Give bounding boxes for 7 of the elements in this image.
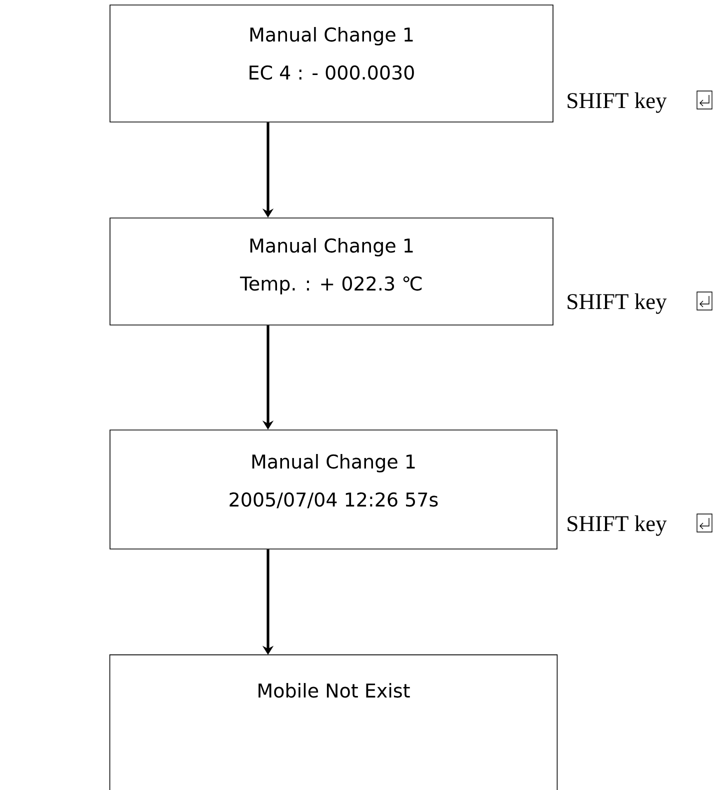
beside-text: SHIFT key [568, 92, 667, 113]
screen-box: Mobile Not Exist [109, 654, 558, 790]
screen-box: Manual Change 1 EC 4 : - 000.0030 [110, 4, 554, 122]
beside-text: SHIFT key [568, 293, 667, 314]
screen-box: Manual Change 1 2005/07/04 12:26 57s [110, 430, 558, 550]
beside-text: SHIFT key [568, 515, 667, 536]
screen-box: Manual Change 1 Temp. : + 022.3 ℃ [110, 218, 554, 326]
